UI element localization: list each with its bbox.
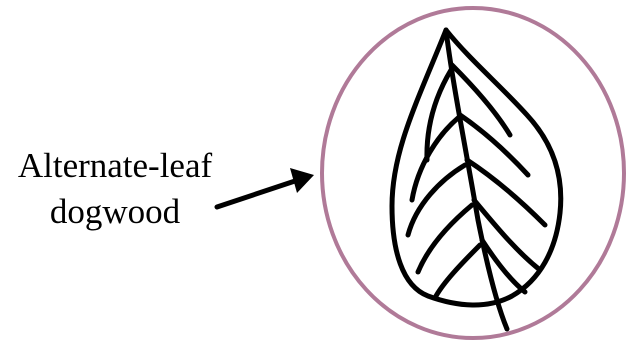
leaf-vein-left-5 <box>436 245 480 296</box>
arrow-shaft <box>217 180 298 207</box>
arrow-right-icon <box>217 168 314 207</box>
leaf-icon <box>392 30 561 329</box>
arrow-head <box>290 168 314 193</box>
